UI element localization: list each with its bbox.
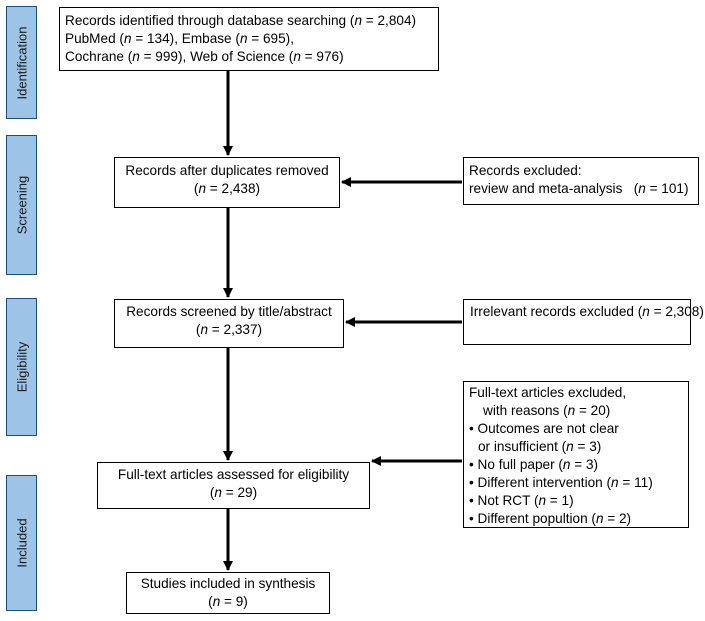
box-included: Studies included in synthesis (n = 9) [126, 572, 330, 614]
stage-screening: Screening [6, 135, 37, 275]
excluded-subtitle: with reasons (n = 20) [483, 403, 611, 418]
identified-line-2: PubMed (n = 134), Embase (n = 695), [65, 31, 294, 46]
box-after-duplicates: Records after duplicates removed (n = 2,… [114, 157, 340, 208]
fulltext-line-1: Full-text articles assessed for eligibil… [117, 467, 350, 482]
identified-line-1: Records identified through database sear… [65, 13, 417, 28]
box-fulltext-assessed: Full-text articles assessed for eligibil… [97, 462, 370, 509]
box-fulltext-excluded: Full-text articles excluded, with reason… [463, 381, 689, 528]
reason-item-continued: or insufficient (n = 3) [478, 439, 602, 454]
screened-line-2: (n = 2,337) [195, 322, 263, 337]
irrelevant-line: Irrelevant records excluded (n = 2,308) [470, 304, 704, 319]
reason-item: • Not RCT (n = 1) [469, 493, 574, 508]
stage-eligibility: Eligibility [6, 298, 37, 436]
included-line-1: Studies included in synthesis [140, 576, 316, 591]
reason-item: • Different popultion (n = 2) [469, 511, 632, 526]
stage-identification: Identification [6, 6, 37, 119]
included-line-2: (n = 9) [208, 594, 248, 609]
box-screened: Records screened by title/abstract (n = … [114, 299, 344, 348]
excluded-title: Full-text articles excluded, [469, 385, 627, 400]
after-duplicates-line-1: Records after duplicates removed [125, 163, 329, 178]
reason-item: • Different intervention (n = 11) [469, 475, 653, 490]
excluded-reviews-line-2: review and meta-analysis (n = 101) [469, 181, 689, 196]
screened-line-1: Records screened by title/abstract [126, 304, 332, 319]
excluded-reviews-line-1: Records excluded: [469, 163, 582, 178]
box-records-identified: Records identified through database sear… [59, 7, 439, 71]
after-duplicates-line-2: (n = 2,438) [193, 181, 261, 196]
reason-item: • Outcomes are not clear [469, 421, 619, 436]
stage-included: Included [6, 475, 37, 611]
fulltext-line-2: (n = 29) [209, 485, 258, 500]
box-irrelevant-excluded: Irrelevant records excluded (n = 2,308) [463, 299, 704, 345]
box-excluded-reviews: Records excluded: review and meta-analys… [463, 157, 699, 205]
identified-line-3: Cochrane (n = 999), Web of Science (n = … [65, 49, 344, 64]
reason-item: • No full paper (n = 3) [469, 457, 599, 472]
